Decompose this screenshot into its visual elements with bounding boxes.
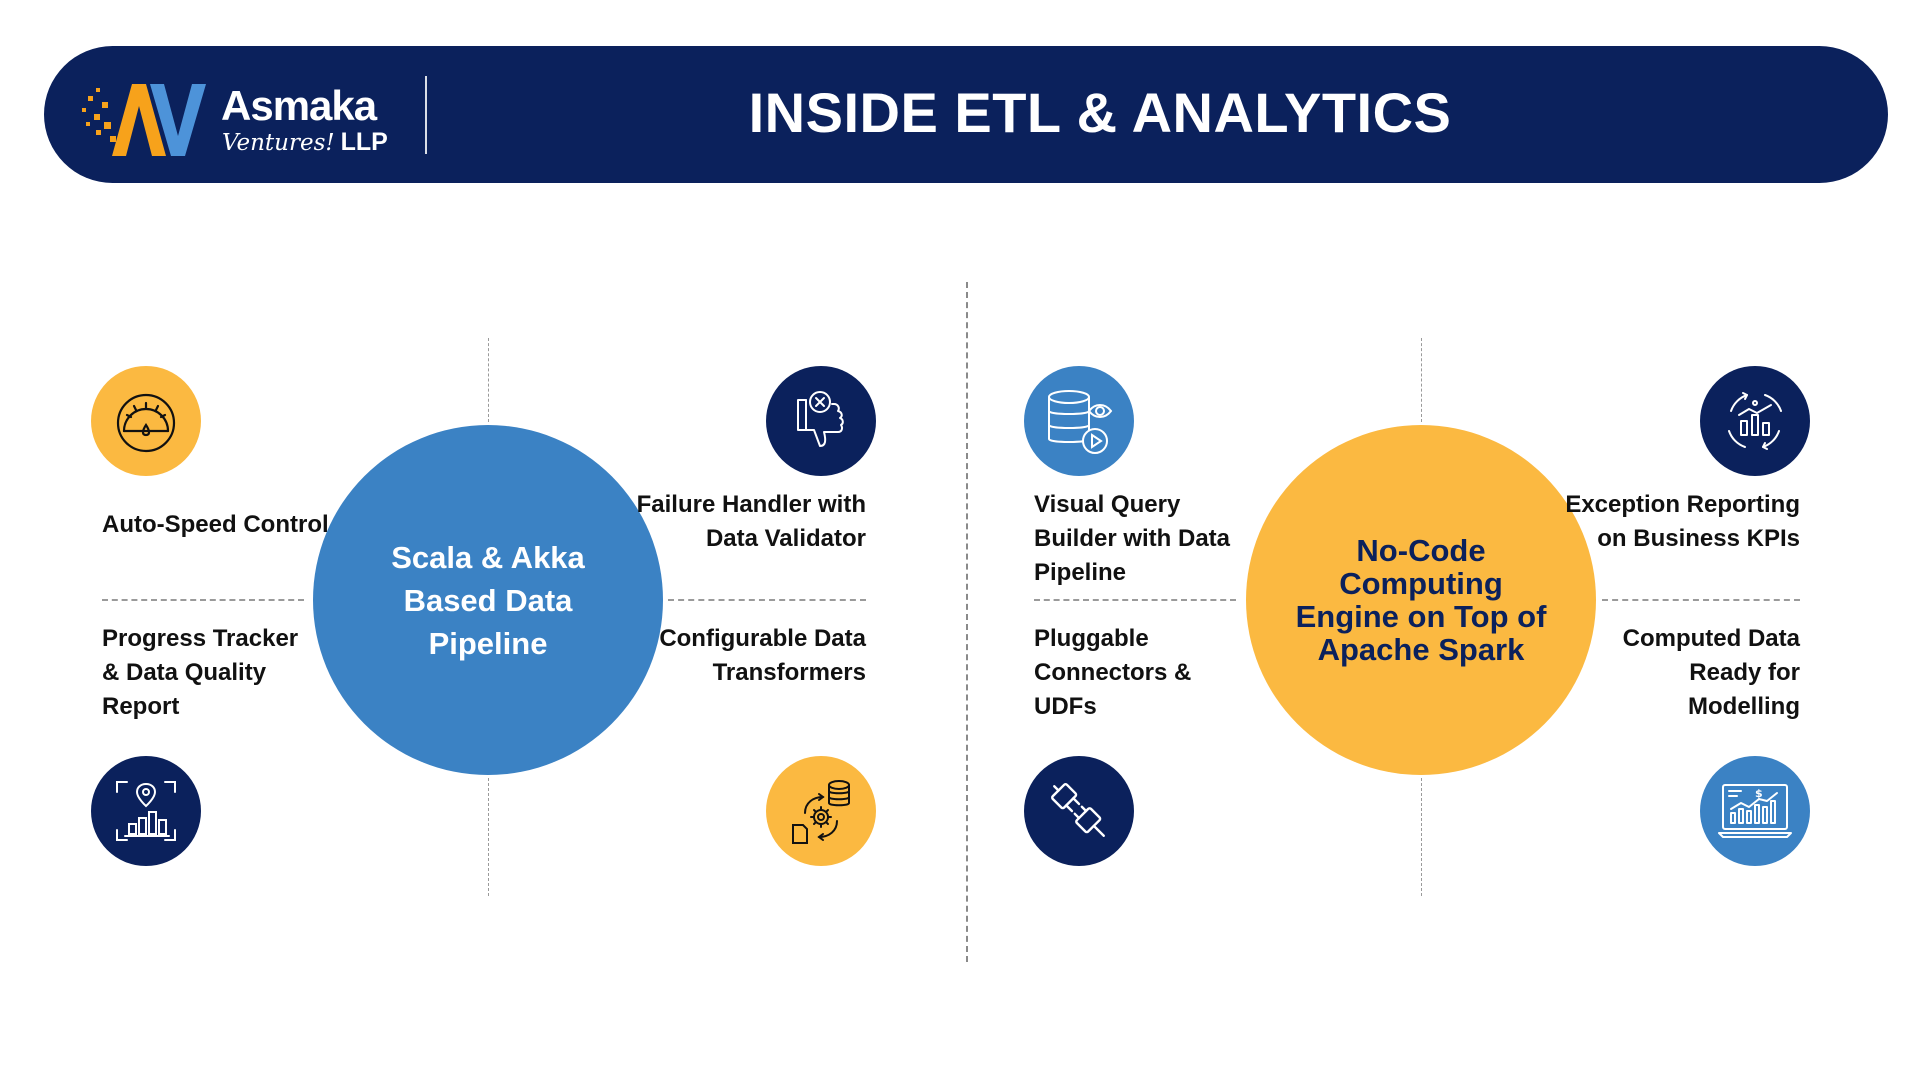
pluggable-connectors-label: Pluggable Connectors & UDFs [1034, 625, 1192, 720]
data-transform-icon [766, 756, 876, 866]
analytics-monitor-icon: $ [1700, 756, 1810, 866]
logo-icon [82, 84, 206, 156]
svg-text:$: $ [1755, 787, 1763, 800]
right-hline-left [1034, 599, 1236, 601]
logo-name: Asmaka [221, 82, 377, 129]
left-hline-left [102, 599, 304, 601]
logo-ventures: Ventures! [222, 130, 335, 156]
thumbs-down-icon [766, 366, 876, 476]
exception-reporting-label: Exception Reporting on Business KPIs [1565, 491, 1800, 552]
failure-handler-label: Failure Handler with Data Validator [636, 491, 866, 552]
configurable-transformers-label: Configurable Data Transformers [659, 625, 866, 686]
right-hline-right [1602, 599, 1800, 601]
right-vline-top [1421, 338, 1422, 422]
logo-llp: LLP [340, 128, 388, 156]
scala-akka-circle: Scala & Akka Based Data Pipeline [313, 425, 663, 775]
auto-speed-control-label: Auto-Speed Control [102, 511, 329, 538]
nocode-spark-circle: No-Code Computing Engine on Top of Apach… [1246, 425, 1596, 775]
database-view-icon [1024, 366, 1134, 476]
speedometer-icon [91, 366, 201, 476]
location-chart-icon [91, 756, 201, 866]
visual-query-builder-label: Visual Query Builder with Data Pipeline [1034, 491, 1231, 586]
left-vline-top [488, 338, 489, 422]
section-divider [966, 282, 968, 962]
nocode-spark-label: No-Code Computing Engine on Top of Apach… [1295, 533, 1547, 667]
plug-icon [1024, 756, 1134, 866]
progress-tracker-label: Progress Tracker & Data Quality Report [102, 625, 299, 720]
page-title: INSIDE ETL & ANALYTICS [748, 81, 1452, 144]
logo-divider [425, 76, 427, 154]
scala-akka-label: Scala & Akka Based Data Pipeline [391, 539, 585, 661]
header-banner [44, 46, 1888, 183]
left-hline-right [668, 599, 866, 601]
logo-subtitle: Ventures!LLP [222, 128, 388, 157]
left-vline-bottom [488, 778, 489, 896]
right-vline-bottom [1421, 778, 1422, 896]
computed-data-label: Computed Data Ready for Modelling [1622, 625, 1800, 720]
kpi-report-icon [1700, 366, 1810, 476]
